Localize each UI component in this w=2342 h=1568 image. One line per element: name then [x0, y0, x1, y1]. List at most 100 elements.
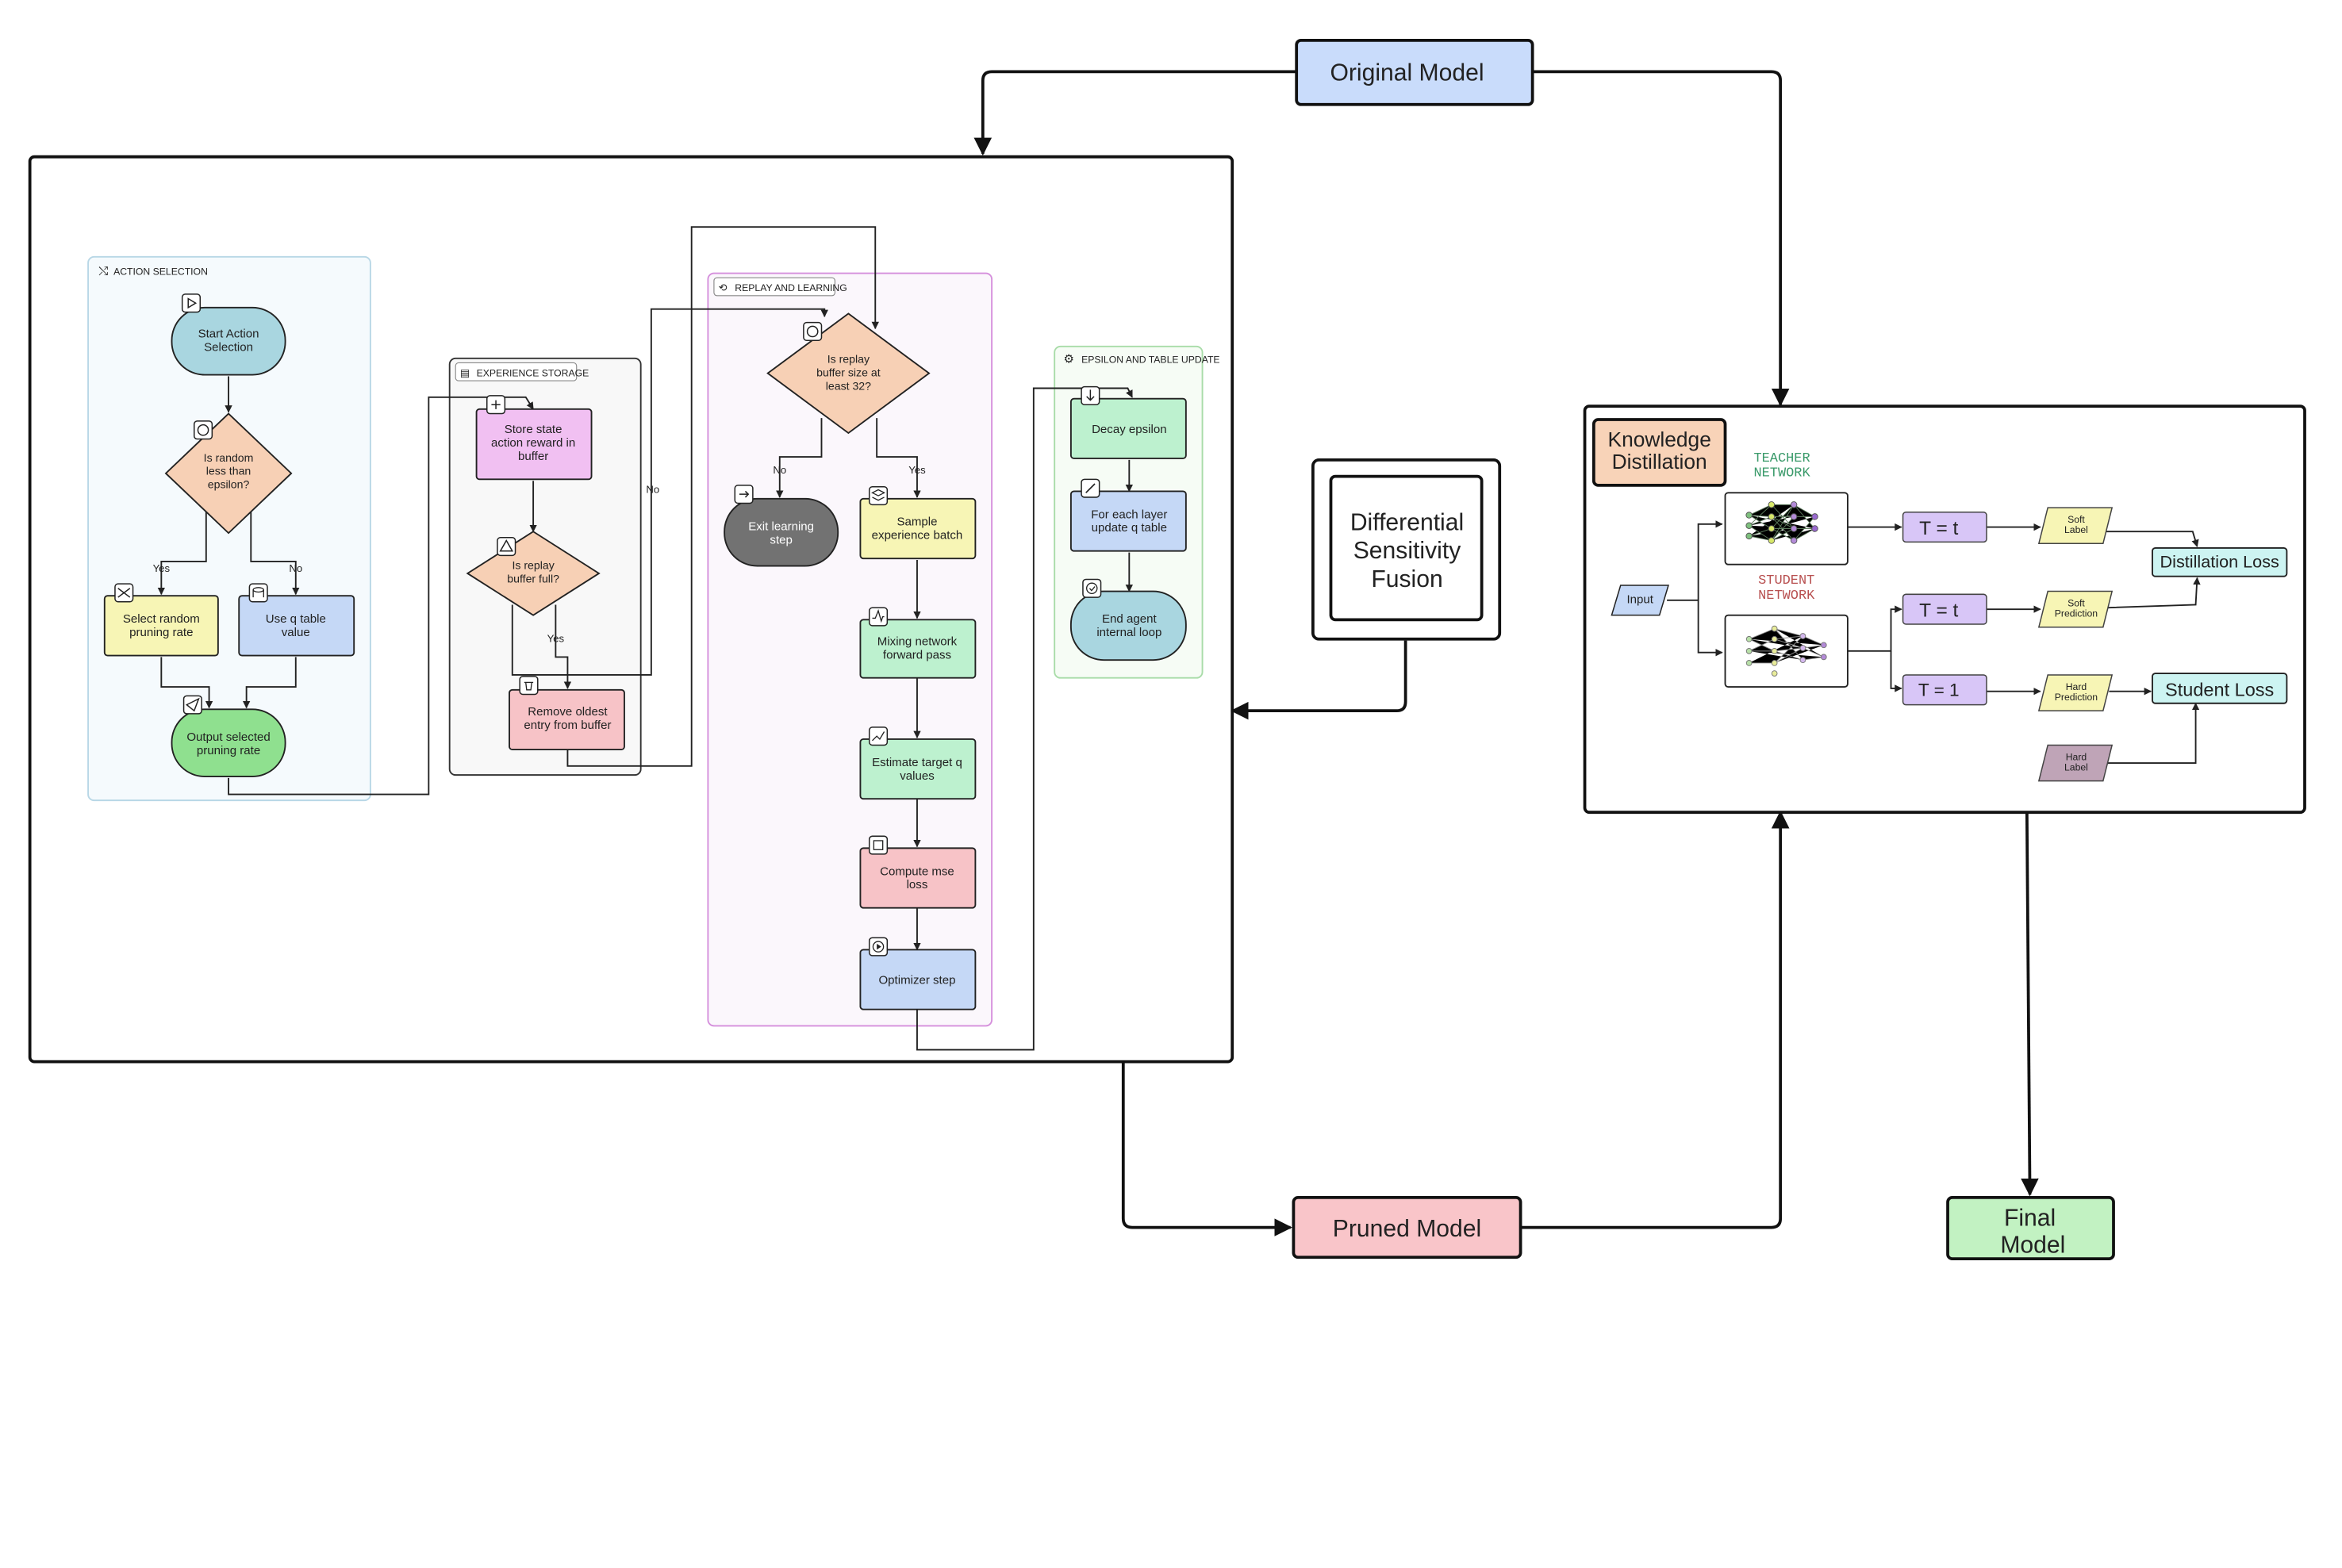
- clock-icon: [803, 321, 823, 342]
- gear-icon: ⚙: [1063, 352, 1073, 366]
- calculator-icon: [868, 835, 889, 855]
- shuffle-icon: ⤭: [98, 264, 108, 278]
- edge-label-yes: Yes: [547, 633, 565, 645]
- play-circle-icon: [868, 937, 889, 957]
- edit-icon: [1081, 478, 1100, 498]
- temp-one-box: T = 1: [1902, 674, 1987, 706]
- edge-labels: Yes No No Yes No Yes: [153, 464, 927, 645]
- edge-label-yes: Yes: [153, 562, 171, 574]
- teacher-network-box: [1724, 492, 1849, 565]
- svg-text:T = t: T = t: [1919, 518, 1958, 539]
- activity-icon: [868, 607, 889, 627]
- repeat-icon: ⟲: [719, 282, 728, 293]
- trash-icon: [519, 676, 539, 696]
- arrow-down-icon: [1081, 385, 1100, 405]
- edge-label-no: No: [289, 562, 302, 574]
- group-label-action-selection: ACTION SELECTION: [113, 266, 208, 277]
- check-circle-icon: [1082, 578, 1102, 598]
- pipeline-edges: [973, 70, 2039, 1236]
- kd-edges: [1667, 520, 2201, 765]
- question-icon: [193, 420, 213, 440]
- group-label-experience-storage: EXPERIENCE STORAGE: [477, 367, 589, 378]
- edge-label-no: No: [646, 483, 659, 495]
- kd-input-node: Input: [1611, 585, 1669, 616]
- svg-text:Distillation Loss: Distillation Loss: [2160, 551, 2280, 571]
- group-label-epsilon-update: EPSILON AND TABLE UPDATE: [1081, 354, 1220, 365]
- student-network-box: [1724, 614, 1849, 688]
- svg-text:Optimizer step: Optimizer step: [878, 974, 955, 987]
- student-loss-node: Student Loss: [2152, 673, 2288, 704]
- temp-teacher-box: T = t: [1902, 512, 1987, 543]
- pruned-model-node: Pruned Model: [1292, 1196, 1522, 1259]
- temp-student-box: T = t: [1902, 593, 1987, 625]
- optimizer-step-node: Optimizer step: [859, 949, 977, 1010]
- plus-square-icon: [486, 395, 506, 415]
- database-icon: [248, 583, 268, 603]
- decay-epsilon-node: Decay epsilon: [1069, 397, 1187, 459]
- layers-icon: [868, 486, 889, 506]
- send-icon: [182, 695, 202, 715]
- group-label-replay-learning: REPLAY AND LEARNING: [735, 282, 847, 293]
- svg-text:Student Loss: Student Loss: [2165, 679, 2274, 700]
- trending-up-icon: [868, 726, 889, 746]
- svg-text:Input: Input: [1626, 593, 1653, 607]
- warning-icon: [497, 537, 516, 557]
- teacher-network-icon: [1745, 501, 1818, 544]
- logout-icon: [734, 485, 754, 504]
- svg-text:Decay epsilon: Decay epsilon: [1092, 423, 1167, 436]
- original-model-node: Original Model: [1295, 38, 1534, 106]
- edge-label-no: No: [773, 464, 786, 476]
- student-network-icon: [1745, 625, 1827, 677]
- svg-text:T = 1: T = 1: [1918, 680, 1960, 700]
- svg-text:Pruned Model: Pruned Model: [1333, 1216, 1481, 1242]
- edge-label-yes: Yes: [908, 464, 926, 476]
- play-icon: [181, 293, 202, 313]
